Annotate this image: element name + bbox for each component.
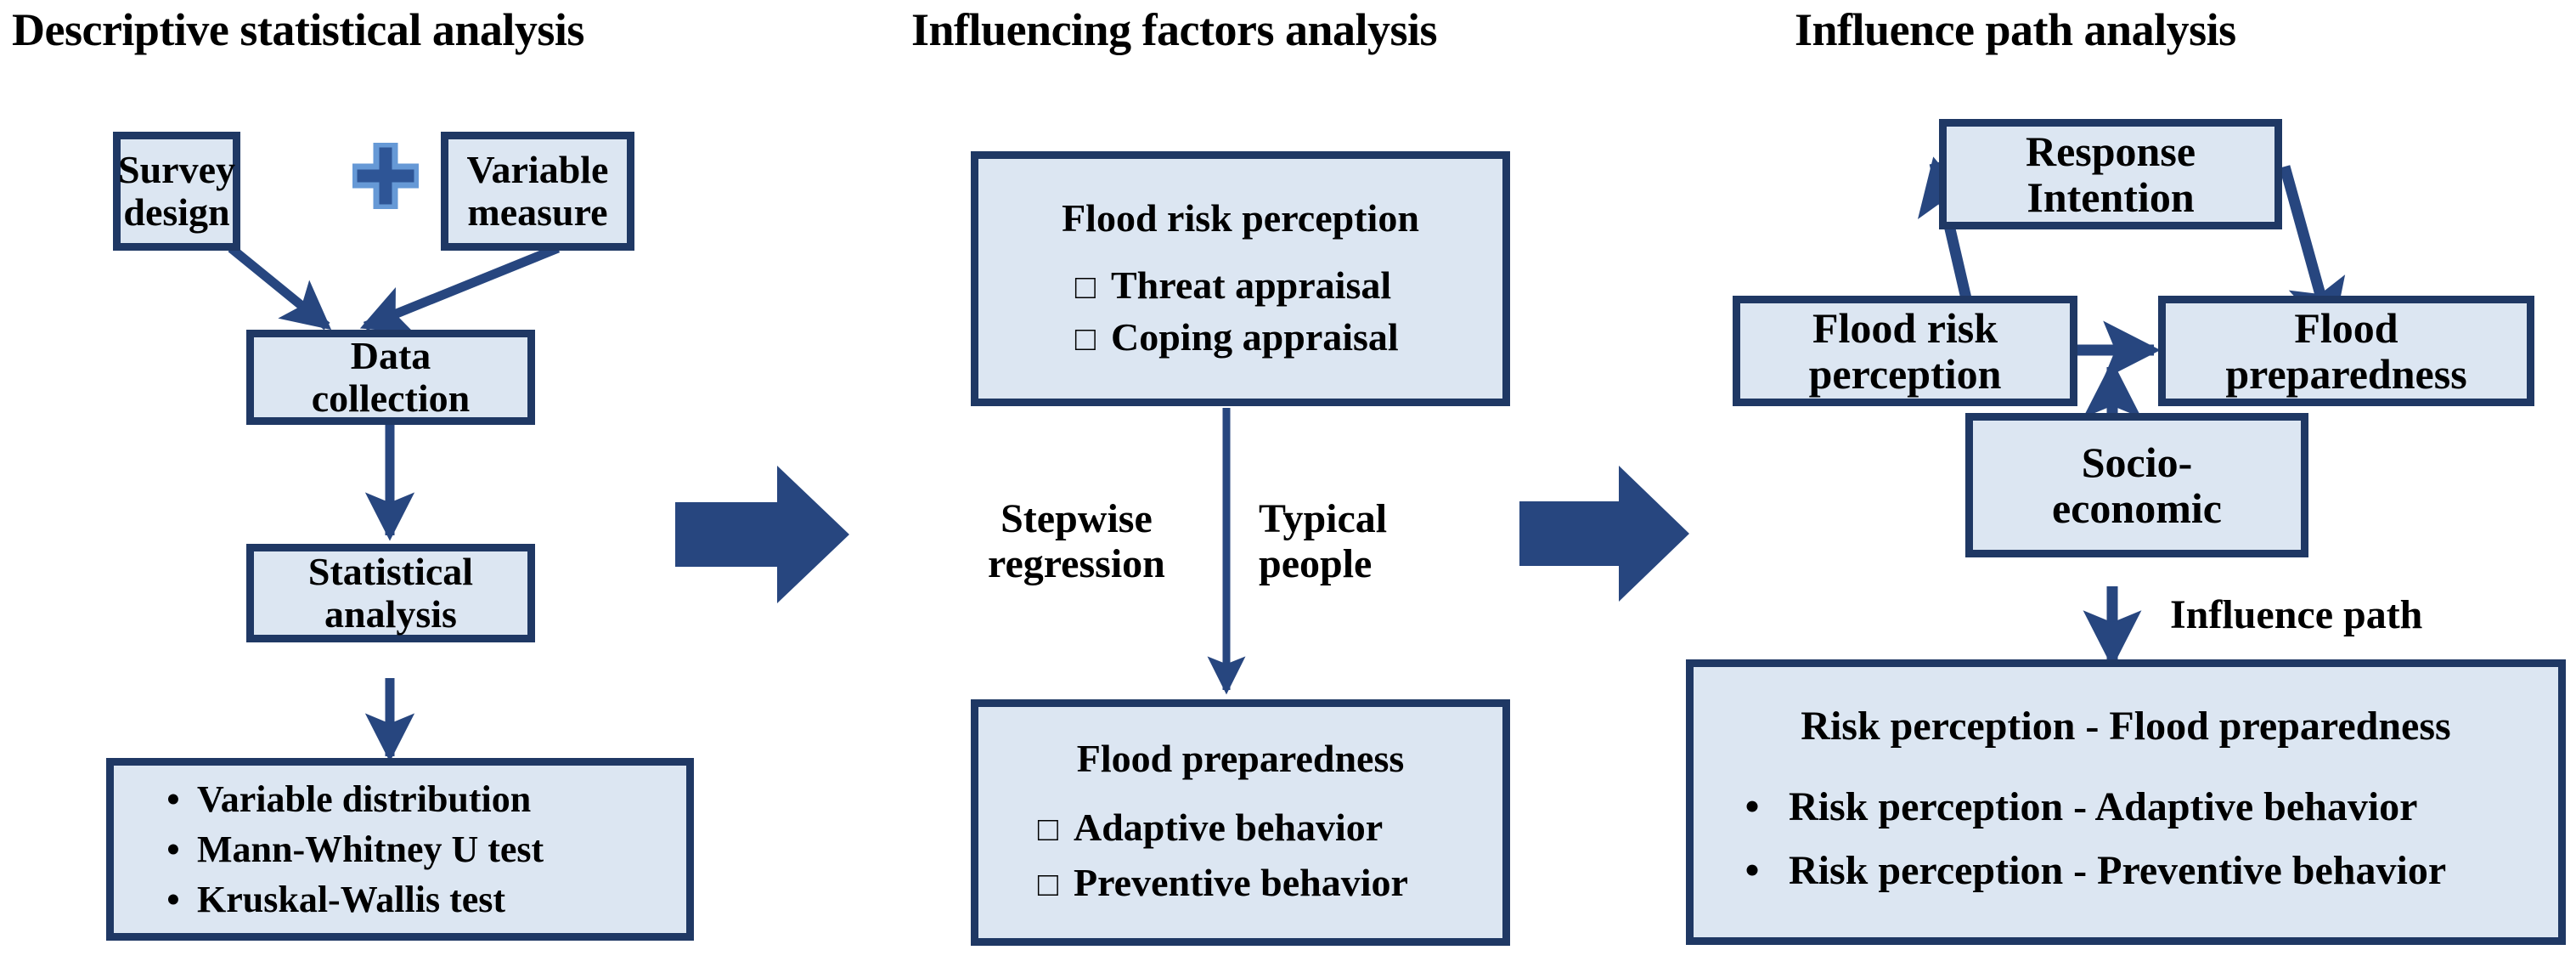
node-response-intention[interactable]: Response Intention	[1939, 119, 2282, 229]
list-item: □ Coping appraisal	[978, 311, 1502, 363]
listbox-influence-paths-header: Risk perception - Flood preparedness	[1801, 703, 2451, 749]
list-item-label: Threat appraisal	[1111, 263, 1392, 307]
listbox-influence-paths[interactable]: Risk perception - Flood preparedness • R…	[1686, 659, 2566, 945]
node-socio-economic-line2: economic	[2052, 484, 2222, 532]
edge-label-typical-people: Typical people	[1259, 496, 1388, 587]
edge-label-typical-people-line1: Typical	[1259, 496, 1388, 541]
listbox-flood-preparedness[interactable]: Flood preparedness □ Adaptive behavior □…	[971, 699, 1510, 946]
listbox-flood-risk-perception[interactable]: Flood risk perception □ Threat appraisal…	[971, 151, 1510, 406]
list-item-label: Mann-Whitney U test	[197, 828, 544, 870]
list-item-label: Adaptive behavior	[1074, 805, 1384, 849]
list-item: • Variable distribution	[114, 774, 686, 824]
node-socio-economic[interactable]: Socio- economic	[1965, 413, 2308, 557]
checkbox-icon: □	[1037, 864, 1059, 903]
list-item: • Risk perception - Preventive behavior	[1694, 839, 2558, 902]
node-right-flood-preparedness[interactable]: Flood preparedness	[2158, 296, 2534, 406]
arrow-variable-to-data	[359, 243, 561, 334]
node-socio-economic-line1: Socio-	[2081, 438, 2193, 486]
node-variable-measure[interactable]: Variable measure	[441, 132, 634, 251]
node-right-flood-preparedness-line2: preparedness	[2225, 350, 2467, 398]
list-item-label: Variable distribution	[197, 778, 532, 820]
node-statistical-analysis-line2: analysis	[324, 592, 457, 636]
section-title-influence-path: Influence path analysis	[1795, 4, 2236, 55]
edge-label-stepwise-regression-line1: Stepwise	[1001, 496, 1153, 541]
section-title-influencing-factors: Influencing factors analysis	[911, 4, 1438, 55]
node-right-flood-preparedness-line1: Flood	[2294, 304, 2398, 352]
plus-icon	[351, 141, 420, 211]
listbox-flood-preparedness-header: Flood preparedness	[1076, 736, 1405, 780]
edge-label-typical-people-line2: people	[1259, 540, 1373, 586]
listbox-descriptive-results[interactable]: • Variable distribution • Mann-Whitney U…	[106, 758, 694, 941]
list-item: □ Threat appraisal	[978, 259, 1502, 311]
checkbox-icon: □	[1037, 809, 1059, 848]
list-item: • Risk perception - Adaptive behavior	[1694, 775, 2558, 839]
bullet-icon: •	[1745, 783, 1760, 829]
node-data-collection-line2: collection	[311, 376, 471, 420]
section-title-descriptive: Descriptive statistical analysis	[12, 4, 584, 55]
list-item: • Mann-Whitney U test	[114, 824, 686, 874]
list-item-label: Risk perception - Preventive behavior	[1789, 847, 2447, 893]
list-item: • Kruskal-Wallis test	[114, 874, 686, 925]
node-variable-measure-line1: Variable	[466, 148, 609, 192]
list-item: □ Preventive behavior	[978, 855, 1502, 910]
edge-label-stepwise-regression: Stepwise regression	[988, 496, 1165, 587]
node-response-intention-line2: Intention	[2026, 173, 2195, 221]
listbox-flood-risk-perception-header: Flood risk perception	[1062, 195, 1419, 240]
bullet-icon: •	[1745, 847, 1760, 893]
edge-label-stepwise-regression-line2: regression	[988, 540, 1165, 586]
node-statistical-analysis-line1: Statistical	[307, 550, 474, 594]
node-right-flood-risk-perception-line2: perception	[1808, 350, 2002, 398]
bullet-icon: •	[166, 879, 180, 920]
bullet-icon: •	[166, 778, 180, 820]
checkbox-icon: □	[1074, 319, 1096, 358]
arrow-survey-to-data	[228, 244, 332, 331]
node-data-collection-line1: Data	[350, 334, 431, 378]
big-arrow-stage-2-to-3	[1519, 466, 1689, 606]
node-right-flood-risk-perception-line1: Flood risk	[1812, 304, 1998, 352]
list-item-label: Risk perception - Adaptive behavior	[1789, 783, 2418, 829]
node-survey-design-line2: design	[123, 190, 230, 234]
list-item-label: Coping appraisal	[1111, 314, 1399, 359]
node-survey-design[interactable]: Survey design	[113, 132, 240, 251]
node-right-flood-risk-perception[interactable]: Flood risk perception	[1733, 296, 2077, 406]
node-data-collection[interactable]: Data collection	[246, 330, 535, 425]
list-item: □ Adaptive behavior	[978, 800, 1502, 855]
checkbox-icon: □	[1074, 267, 1096, 306]
node-variable-measure-line2: measure	[467, 190, 608, 234]
list-item-label: Preventive behavior	[1074, 860, 1408, 904]
big-arrow-stage-1-to-2	[675, 466, 849, 608]
node-statistical-analysis[interactable]: Statistical analysis	[246, 544, 535, 642]
node-response-intention-line1: Response	[2025, 127, 2196, 175]
edge-label-influence-path: Influence path	[2170, 592, 2423, 637]
node-survey-design-line1: Survey	[118, 148, 235, 192]
bullet-icon: •	[166, 828, 180, 870]
list-item-label: Kruskal-Wallis test	[197, 879, 506, 920]
